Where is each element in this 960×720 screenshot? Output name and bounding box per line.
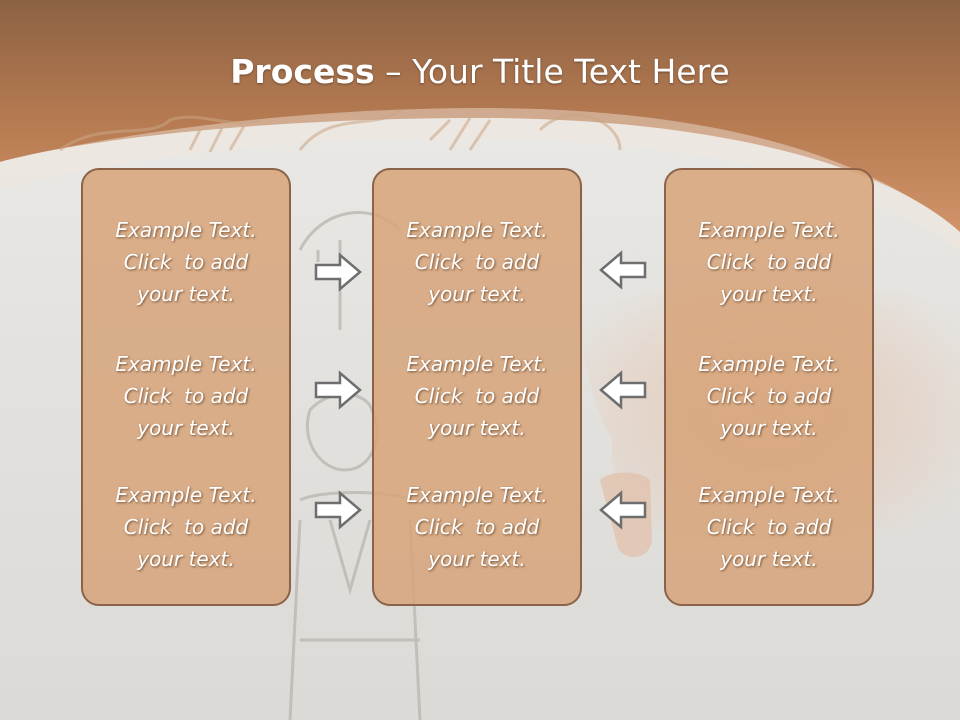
text-line: Example Text. bbox=[698, 352, 840, 376]
text-line: Click to add bbox=[706, 250, 832, 274]
text-line: Click to add bbox=[706, 515, 832, 539]
text-line: Click to add bbox=[414, 384, 540, 408]
text-line: your text. bbox=[720, 547, 818, 571]
left-text-panel[interactable]: Example Text. Click to add your text. Ex… bbox=[81, 168, 291, 606]
right-text-panel[interactable]: Example Text. Click to add your text. Ex… bbox=[664, 168, 874, 606]
text-block[interactable]: Example Text. Click to add your text. bbox=[83, 214, 289, 310]
text-line: Click to add bbox=[414, 250, 540, 274]
text-line: your text. bbox=[137, 547, 235, 571]
text-line: your text. bbox=[137, 416, 235, 440]
header-sweep bbox=[0, 108, 960, 250]
text-block[interactable]: Example Text. Click to add your text. bbox=[666, 479, 872, 575]
text-block[interactable]: Example Text. Click to add your text. bbox=[666, 348, 872, 444]
text-line: your text. bbox=[428, 416, 526, 440]
text-block[interactable]: Example Text. Click to add your text. bbox=[83, 479, 289, 575]
middle-text-panel[interactable]: Example Text. Click to add your text. Ex… bbox=[372, 168, 582, 606]
text-line: your text. bbox=[428, 547, 526, 571]
text-line: Click to add bbox=[706, 384, 832, 408]
text-line: Example Text. bbox=[406, 483, 548, 507]
title-bold: Process bbox=[230, 52, 375, 91]
text-line: Example Text. bbox=[115, 218, 257, 242]
arrow-left-icon[interactable] bbox=[597, 250, 647, 290]
text-line: your text. bbox=[428, 282, 526, 306]
text-line: your text. bbox=[720, 282, 818, 306]
text-line: Click to add bbox=[414, 515, 540, 539]
arrow-right-icon[interactable] bbox=[314, 490, 364, 530]
text-line: Example Text. bbox=[698, 483, 840, 507]
text-line: Example Text. bbox=[115, 352, 257, 376]
text-block[interactable]: Example Text. Click to add your text. bbox=[83, 348, 289, 444]
text-block[interactable]: Example Text. Click to add your text. bbox=[374, 214, 580, 310]
text-line: your text. bbox=[720, 416, 818, 440]
text-line: Example Text. bbox=[115, 483, 257, 507]
text-line: Example Text. bbox=[406, 218, 548, 242]
text-line: Example Text. bbox=[698, 218, 840, 242]
text-block[interactable]: Example Text. Click to add your text. bbox=[374, 348, 580, 444]
arrow-left-icon[interactable] bbox=[597, 370, 647, 410]
text-block[interactable]: Example Text. Click to add your text. bbox=[666, 214, 872, 310]
header-band bbox=[0, 0, 960, 232]
text-line: Click to add bbox=[123, 250, 249, 274]
slide-title[interactable]: Process – Your Title Text Here bbox=[0, 52, 960, 91]
text-line: Click to add bbox=[123, 384, 249, 408]
text-line: Click to add bbox=[123, 515, 249, 539]
arrow-right-icon[interactable] bbox=[314, 252, 364, 292]
arrow-left-icon[interactable] bbox=[597, 490, 647, 530]
text-line: your text. bbox=[137, 282, 235, 306]
text-block[interactable]: Example Text. Click to add your text. bbox=[374, 479, 580, 575]
title-rest: – Your Title Text Here bbox=[374, 52, 730, 91]
text-line: Example Text. bbox=[406, 352, 548, 376]
arrow-right-icon[interactable] bbox=[314, 370, 364, 410]
sketch-cloud bbox=[59, 108, 622, 153]
